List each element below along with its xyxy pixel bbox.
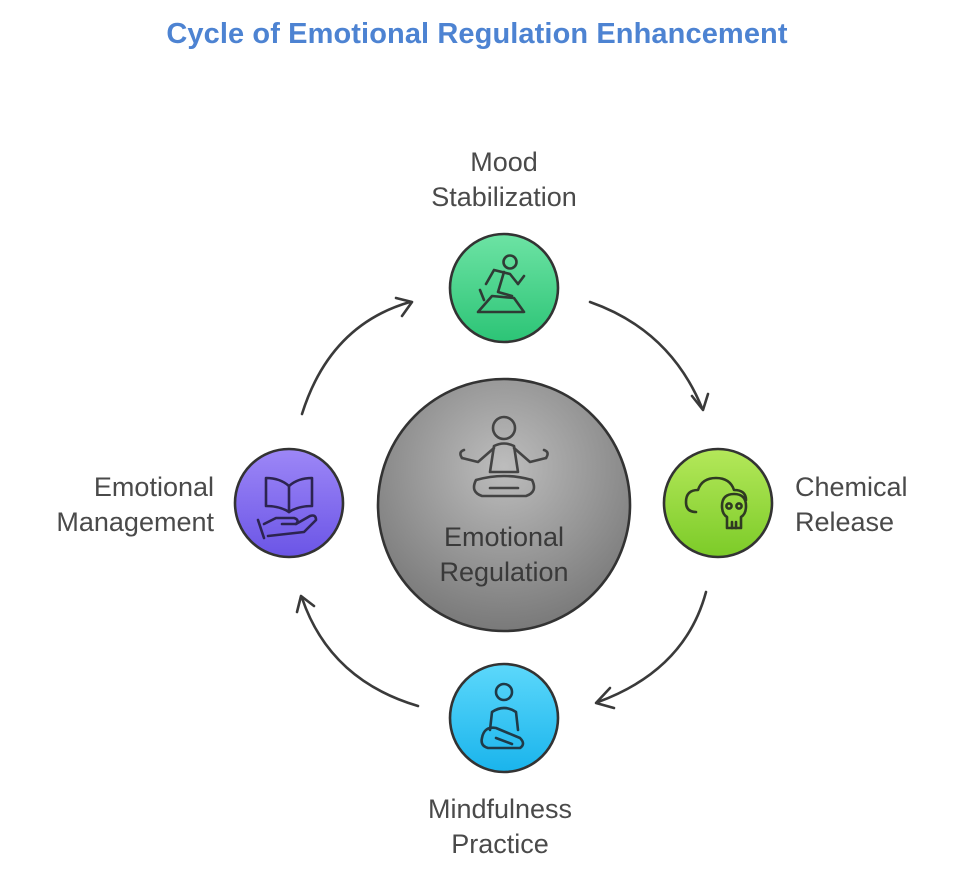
exercise-bike-icon (476, 254, 526, 314)
arrow-chemical-to-mindfulness (594, 590, 708, 710)
arrow-mood-to-chemical (588, 300, 710, 412)
mood-node-circle (448, 232, 560, 344)
center-circle (376, 377, 632, 633)
mindfulness-node-circle (448, 662, 560, 774)
book-hand-icon (256, 476, 318, 540)
chemical-node-circle (662, 447, 774, 559)
meditation-person-icon (459, 415, 549, 498)
arrow-emotional-to-mood (300, 296, 414, 416)
diagram-title: Cycle of Emotional Regulation Enhancemen… (166, 18, 788, 50)
cloud-skull-icon (684, 476, 748, 530)
seated-person-icon (480, 682, 525, 750)
arrow-mindfulness-to-emotional (295, 594, 420, 708)
